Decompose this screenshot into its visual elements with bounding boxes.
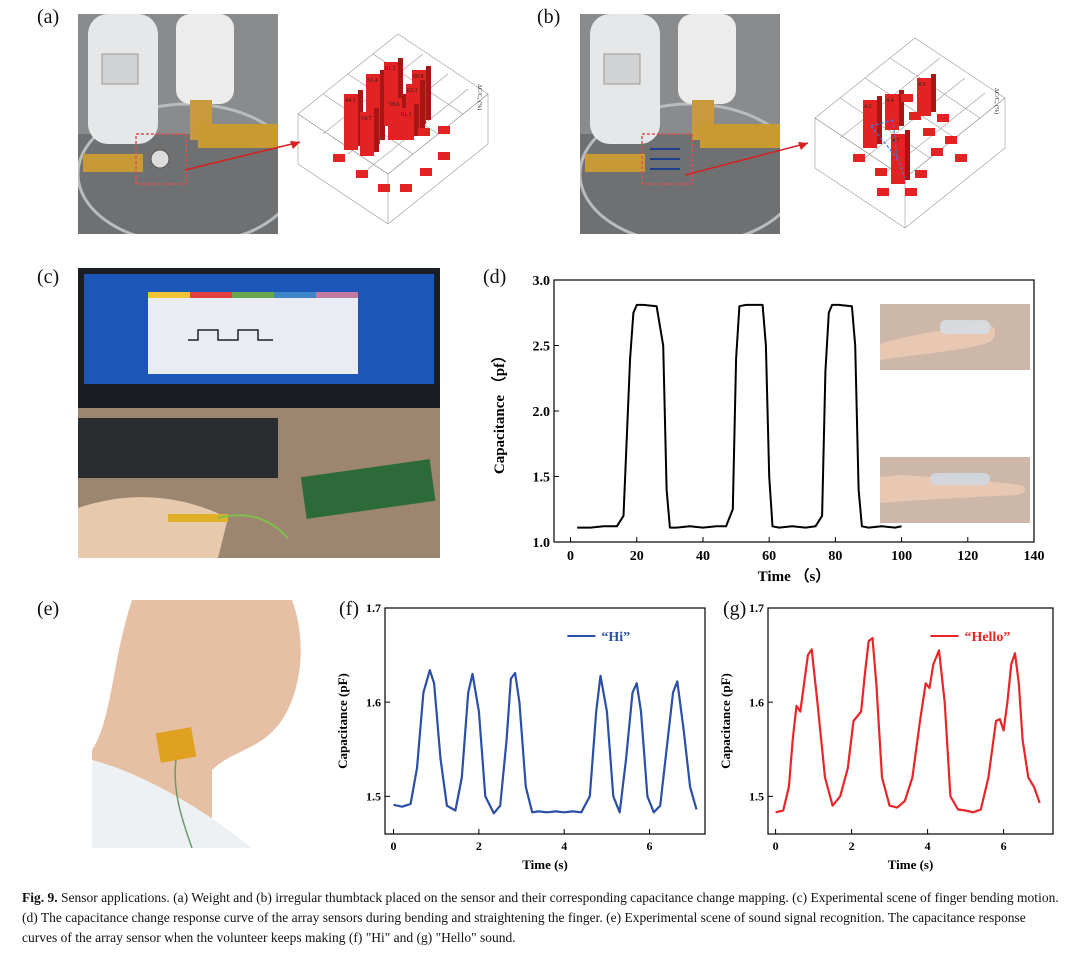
bar-value-a-2: 51.4 xyxy=(367,78,378,84)
x-tick-label-d-2: 40 xyxy=(696,549,710,564)
panel-label-f: (f) xyxy=(339,598,359,620)
panel-label-a: (a) xyxy=(37,6,60,28)
caption-text: Sensor applications. (a) Weight and (b) … xyxy=(22,890,1059,945)
photo-b-thumbtack-on-sensor xyxy=(580,14,780,234)
y-tick-label-d-0: 1.0 xyxy=(533,536,551,551)
bar-value-a-5: 58.6 xyxy=(389,102,400,108)
x-axis-label-d: Time （s） xyxy=(758,567,831,585)
photo-c-finger-bending-setup xyxy=(78,268,440,558)
y-tick-label-g-0: 1.5 xyxy=(749,790,764,804)
x-tick-label-f-2: 4 xyxy=(561,839,567,853)
arrow-a xyxy=(184,141,301,171)
x-tick-label-g-3: 6 xyxy=(1001,839,1007,853)
y-tick-label-f-2: 1.7 xyxy=(366,601,381,615)
bar-axis-label-b: ΔC/C₀ (%) xyxy=(993,88,1000,114)
y-tick-label-d-4: 3.0 xyxy=(533,274,551,289)
x-tick-label-f-3: 6 xyxy=(647,839,653,853)
panel-label-b: (b) xyxy=(537,6,561,28)
y-axis-label-g: Capacitance (pF) xyxy=(718,673,733,769)
x-tick-label-d-3: 60 xyxy=(762,549,776,564)
x-tick-label-d-5: 100 xyxy=(891,549,912,564)
y-tick-label-g-1: 1.6 xyxy=(749,695,764,709)
x-tick-label-d-1: 20 xyxy=(630,549,644,564)
bar-value-a-3: 54.7 xyxy=(361,116,372,122)
photo-d-finger-bent xyxy=(880,304,1030,370)
panel-label-e: (e) xyxy=(37,598,60,620)
x-tick-label-g-1: 2 xyxy=(849,839,855,853)
y-axis-label-d: Capacitance （pf） xyxy=(490,348,508,474)
screen-colour-bar xyxy=(148,292,358,298)
x-axis-label-f: Time (s) xyxy=(522,857,568,872)
x-tick-label-g-2: 4 xyxy=(925,839,931,853)
plot-frame-g xyxy=(767,607,1054,835)
x-tick-label-g-0: 0 xyxy=(773,839,779,853)
y-tick-label-f-1: 1.6 xyxy=(366,695,381,709)
bar-value-a-1: 44.3 xyxy=(345,98,356,104)
x-tick-label-d-6: 120 xyxy=(957,549,978,564)
x-axis-label-g: Time (s) xyxy=(888,857,934,872)
bar-value-b-2: 4.4 xyxy=(886,98,894,104)
series-line-f xyxy=(393,669,698,815)
arrow-b xyxy=(684,142,809,176)
x-tick-label-f-1: 2 xyxy=(476,839,482,853)
x-tick-label-d-0: 0 xyxy=(567,549,574,564)
y-tick-label-f-0: 1.5 xyxy=(366,790,381,804)
x-tick-label-d-7: 140 xyxy=(1024,549,1045,564)
series-line-g xyxy=(775,636,1041,814)
y-tick-label-g-2: 1.7 xyxy=(749,601,764,615)
bar-value-b-3: 4.7 xyxy=(892,138,900,144)
x-tick-label-f-0: 0 xyxy=(391,839,397,853)
bar-value-a-6: 60.8 xyxy=(413,74,424,80)
legend-label-g: “Hello” xyxy=(964,630,1010,645)
bar-value-a-7: 62.3 xyxy=(407,88,418,94)
y-tick-label-d-3: 2.5 xyxy=(533,339,551,354)
bar-axis-label-a: ΔC/C₀ (%) xyxy=(476,84,483,110)
bar-value-b-4: 4.5 xyxy=(918,82,926,88)
caption-fig-number: Fig. 9. xyxy=(22,890,58,905)
x-tick-label-d-4: 80 xyxy=(828,549,842,564)
bar-value-a-8: 61.1 xyxy=(401,112,412,118)
panel-label-c: (c) xyxy=(37,266,60,288)
y-axis-label-f: Capacitance (pF) xyxy=(335,673,350,769)
photo-d-finger-straight xyxy=(880,457,1030,523)
series-line-d xyxy=(577,303,902,529)
panel-label-d: (d) xyxy=(483,266,507,288)
plot-frame-f xyxy=(384,607,706,835)
y-tick-label-d-2: 2.0 xyxy=(533,405,551,420)
photo-a-weight-on-sensor xyxy=(78,14,278,234)
bar-map-3d-b: 4.3 4.4 4.7 4.5 ΔC/C₀ (%) xyxy=(805,28,1015,238)
legend-label-f: “Hi” xyxy=(601,630,630,645)
bar-map-3d-a: 44.3 51.4 54.7 61.2 58.6 60.8 62.3 61.1 … xyxy=(288,24,498,244)
y-tick-label-d-1: 1.5 xyxy=(533,470,551,485)
bar-value-a-4: 61.2 xyxy=(385,66,396,72)
figure-caption: Fig. 9. Sensor applications. (a) Weight … xyxy=(22,888,1062,948)
panel-label-g: (g) xyxy=(723,598,747,620)
photo-e-neck-sensor xyxy=(92,600,320,848)
bar-value-b-1: 4.3 xyxy=(864,104,872,110)
